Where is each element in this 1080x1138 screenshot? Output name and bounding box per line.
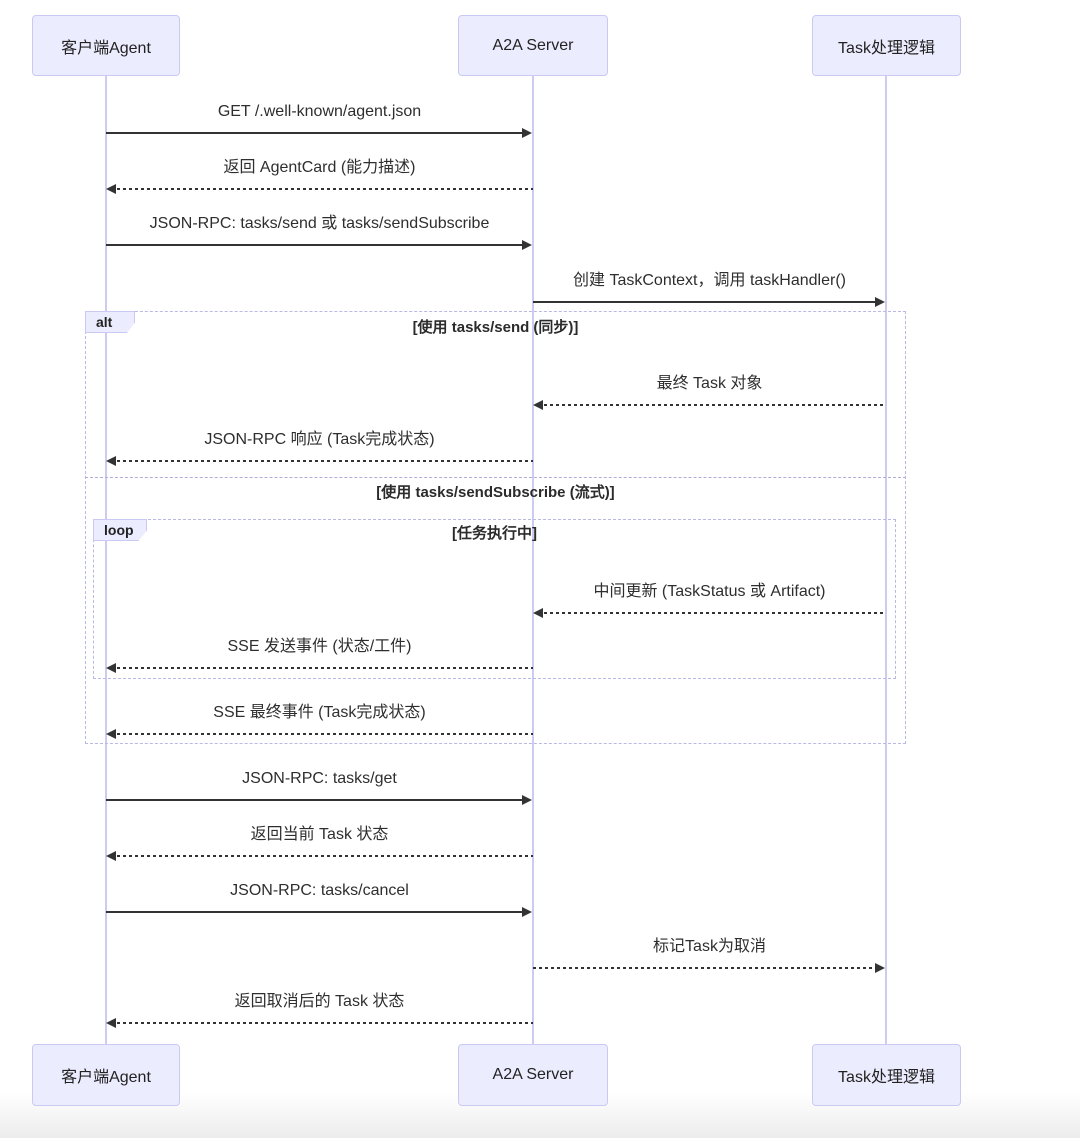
- lifeline-task: [885, 76, 887, 1044]
- arrowhead: [106, 1018, 116, 1028]
- arrowhead: [522, 907, 532, 917]
- message-line: [117, 733, 533, 735]
- actor-label: A2A Server: [492, 1066, 574, 1083]
- alt-label-tab: alt: [85, 311, 135, 333]
- message-line: [117, 855, 533, 857]
- message-line: [106, 911, 523, 913]
- actor-box-task-bottom: Task处理逻辑: [812, 1044, 961, 1106]
- message-line: [117, 188, 533, 190]
- loop-label: loop: [104, 522, 134, 538]
- message-line: [117, 460, 533, 462]
- arrowhead: [106, 456, 116, 466]
- alt-divider: [85, 477, 906, 478]
- actor-label: Task处理逻辑: [838, 39, 935, 57]
- actor-label: Task处理逻辑: [838, 1069, 935, 1086]
- loop-frame: [93, 519, 896, 679]
- actor-label: 客户端Agent: [61, 39, 151, 57]
- message-label: 返回取消后的 Task 状态: [234, 993, 405, 1010]
- arrowhead: [875, 963, 885, 973]
- message-line: [117, 1022, 533, 1024]
- message-label: JSON-RPC: tasks/cancel: [230, 882, 409, 899]
- message-label: JSON-RPC: tasks/send 或 tasks/sendSubscri…: [149, 215, 490, 232]
- loop-label-tab: loop: [93, 519, 147, 541]
- arrowhead: [522, 240, 532, 250]
- message-line: [544, 612, 886, 614]
- message-label: SSE 发送事件 (状态/工件): [227, 638, 412, 655]
- message-label: 最终 Task 对象: [656, 375, 763, 392]
- message-line: [544, 404, 886, 406]
- actor-box-server-top: A2A Server: [458, 15, 608, 76]
- actor-box-server-bottom: A2A Server: [458, 1044, 608, 1106]
- actor-label: A2A Server: [492, 36, 574, 54]
- message-line: [533, 967, 876, 969]
- arrowhead: [106, 184, 116, 194]
- arrowhead: [522, 795, 532, 805]
- message-label: 标记Task为取消: [653, 938, 766, 955]
- message-line: [533, 301, 876, 303]
- message-label: JSON-RPC: tasks/get: [242, 770, 397, 787]
- arrowhead: [533, 608, 543, 618]
- message-label: 创建 TaskContext，调用 taskHandler(): [573, 272, 846, 289]
- actor-box-client-bottom: 客户端Agent: [32, 1044, 180, 1106]
- arrowhead: [106, 851, 116, 861]
- alt-condition-2: [使用 tasks/sendSubscribe (流式)]: [376, 484, 615, 501]
- message-label: JSON-RPC 响应 (Task完成状态): [204, 431, 435, 448]
- loop-condition: [任务执行中]: [452, 525, 537, 542]
- message-label: 返回 AgentCard (能力描述): [223, 159, 416, 176]
- arrowhead: [106, 729, 116, 739]
- alt-condition-1: [使用 tasks/send (同步)]: [412, 319, 579, 336]
- message-label: 中间更新 (TaskStatus 或 Artifact): [593, 583, 826, 600]
- arrowhead: [875, 297, 885, 307]
- alt-frame: [85, 311, 906, 744]
- alt-label: alt: [96, 314, 113, 330]
- arrowhead: [522, 128, 532, 138]
- lifeline-server: [532, 76, 534, 1044]
- actor-box-task-top: Task处理逻辑: [812, 15, 961, 76]
- message-line: [106, 244, 523, 246]
- arrowhead: [533, 400, 543, 410]
- lifeline-client: [105, 76, 107, 1044]
- message-line: [106, 132, 523, 134]
- message-line: [106, 799, 523, 801]
- arrowhead: [106, 663, 116, 673]
- message-label: SSE 最终事件 (Task完成状态): [213, 704, 426, 721]
- message-label: 返回当前 Task 状态: [250, 826, 389, 843]
- message-label: GET /.well-known/agent.json: [217, 103, 422, 120]
- message-line: [117, 667, 533, 669]
- actor-label: 客户端Agent: [61, 1069, 151, 1086]
- actor-box-client-top: 客户端Agent: [32, 15, 180, 76]
